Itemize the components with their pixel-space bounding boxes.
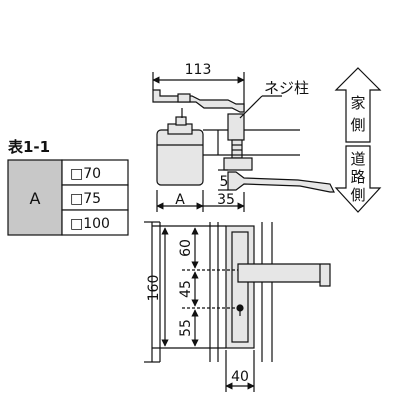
house-side-char: 家 [350, 94, 365, 112]
road-side-arrow: 道 路 側 [334, 145, 382, 213]
screw-post [227, 113, 245, 141]
dim-label-45: 45 [178, 280, 194, 298]
table-cell [61, 159, 129, 186]
table-title: 表1-1 [8, 138, 50, 156]
escutcheon-plate [225, 225, 255, 349]
table-row-label: A [30, 189, 41, 208]
table-1-1: 表1-1 A □70 □75 □100 [7, 138, 129, 236]
dim-label-113: 113 [185, 62, 212, 78]
table-option: □70 [70, 166, 101, 182]
closer-body [156, 129, 204, 186]
road-side-char: 側 [350, 186, 365, 204]
table-option: □100 [70, 216, 110, 232]
house-side-char: 側 [350, 116, 365, 134]
dim-label-160: 160 [146, 275, 162, 302]
top-view [152, 72, 335, 212]
dim-label-35: 35 [217, 192, 235, 208]
table-cell [61, 209, 129, 236]
house-side-arrow: 家 側 [334, 67, 382, 143]
dim-label-5: 5 [220, 174, 229, 190]
dim-label-40: 40 [231, 369, 249, 385]
dim-label-55: 55 [178, 319, 194, 337]
dim-label-60: 60 [178, 239, 194, 257]
road-side-char: 路 [350, 168, 365, 186]
lever-handle-front [237, 263, 331, 287]
dim-label-a: A [175, 192, 185, 208]
front-view [144, 221, 331, 392]
screw-post-label: ネジ柱 [264, 79, 309, 97]
table-label-cell [7, 159, 63, 236]
table-option: □75 [70, 191, 101, 207]
lever-handle-side [227, 171, 335, 193]
road-side-char: 道 [350, 150, 365, 168]
